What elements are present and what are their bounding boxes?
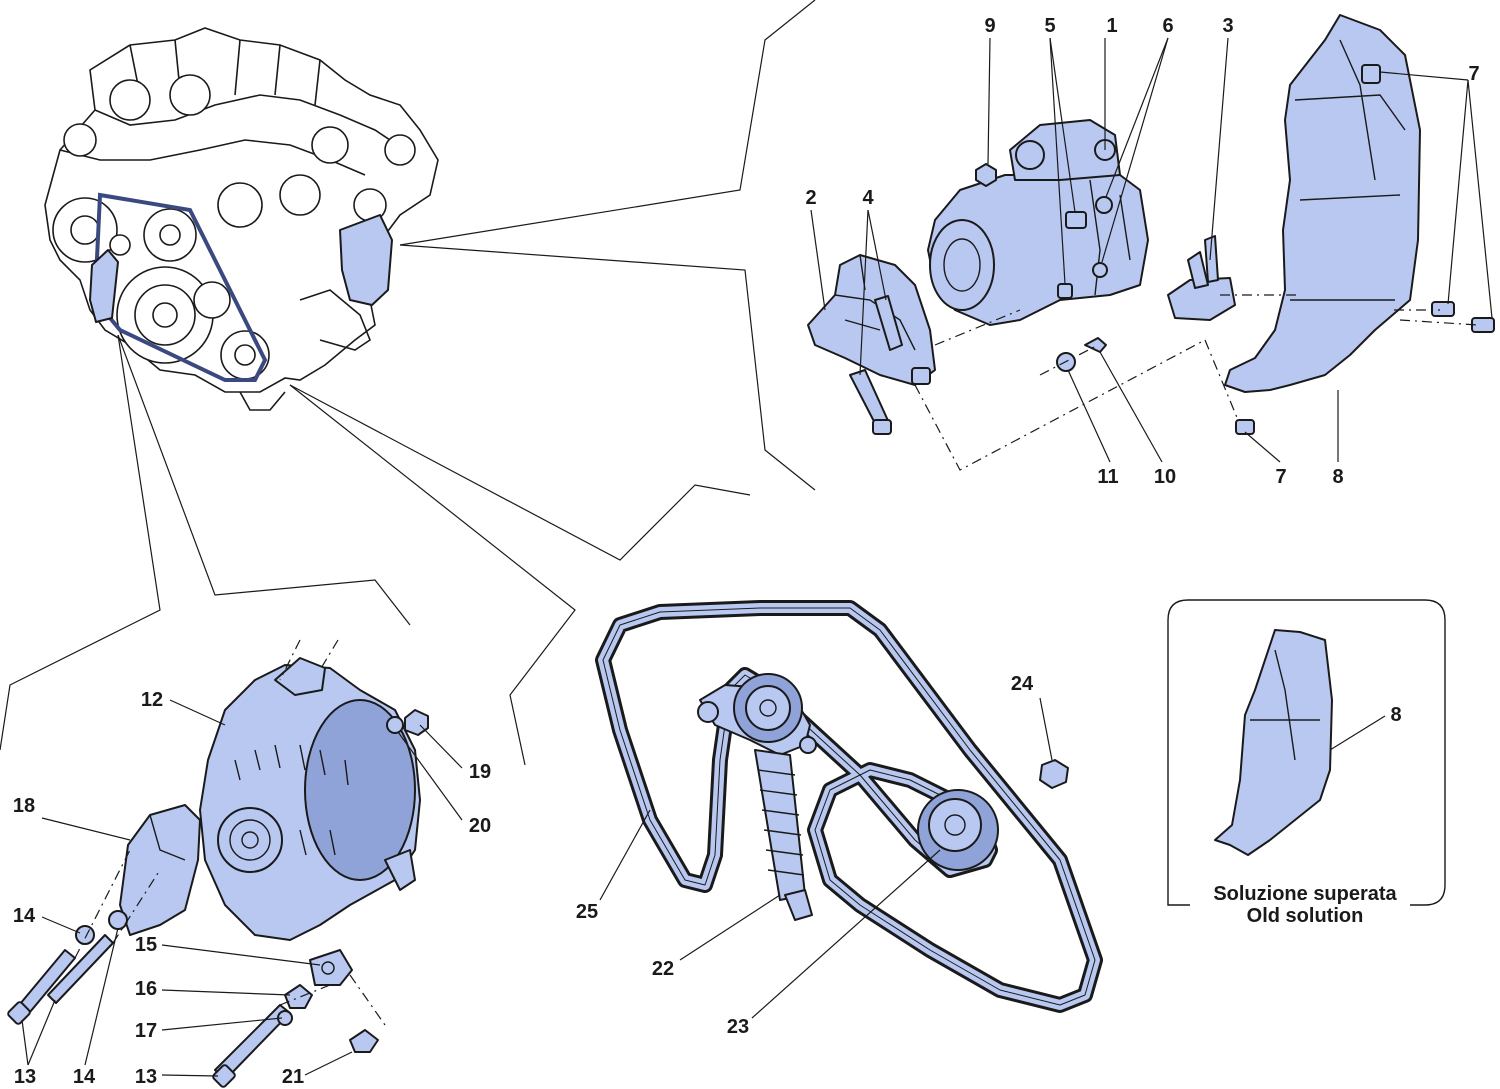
callout-7-top: 7 [1468,63,1479,85]
callout-14-top: 14 [13,905,36,927]
callout-3: 3 [1222,15,1233,37]
engine-leader-lines [0,0,816,766]
callout-19: 19 [469,761,491,783]
callout-15: 15 [135,934,157,956]
callout-8-inset: 8 [1390,704,1401,726]
callout-7-bottom: 7 [1275,466,1286,488]
callout-9: 9 [984,15,995,37]
callout-5: 5 [1044,15,1055,37]
callout-1: 1 [1106,15,1117,37]
callout-17: 17 [135,1020,157,1042]
belt-drive-group [595,600,1103,1013]
starter-group-leaders [810,37,1493,463]
callout-21: 21 [282,1066,304,1088]
callout-14-bottom: 14 [73,1066,96,1088]
callout-10: 10 [1154,466,1176,488]
callout-13-left: 13 [14,1066,36,1088]
alternator-group [7,639,429,1088]
callout-22: 22 [652,958,674,980]
callout-12: 12 [141,689,163,711]
callout-6: 6 [1162,15,1173,37]
callout-25: 25 [576,901,598,923]
callout-labels: 1 2 3 4 5 6 7 7 8 9 10 11 12 13 13 14 14… [13,15,1480,1088]
starter-motor-group [807,14,1495,471]
callout-4: 4 [862,187,874,209]
alternator-leaders [21,699,463,1077]
engine-assembly [44,27,439,411]
inset-title-line-2: Old solution [1247,905,1364,927]
old-solution-inset [1167,599,1446,906]
callout-23: 23 [727,1016,749,1038]
callout-20: 20 [469,815,491,837]
callout-24: 24 [1011,673,1034,695]
belt-group-leaders [599,697,1053,1019]
callout-13-right: 13 [135,1066,157,1088]
callout-18: 18 [13,795,35,817]
callout-11: 11 [1097,466,1118,488]
callout-16: 16 [135,978,157,1000]
inset-title-line-1: Soluzione superata [1213,883,1397,905]
callout-2: 2 [805,187,816,209]
callout-8: 8 [1332,466,1343,488]
